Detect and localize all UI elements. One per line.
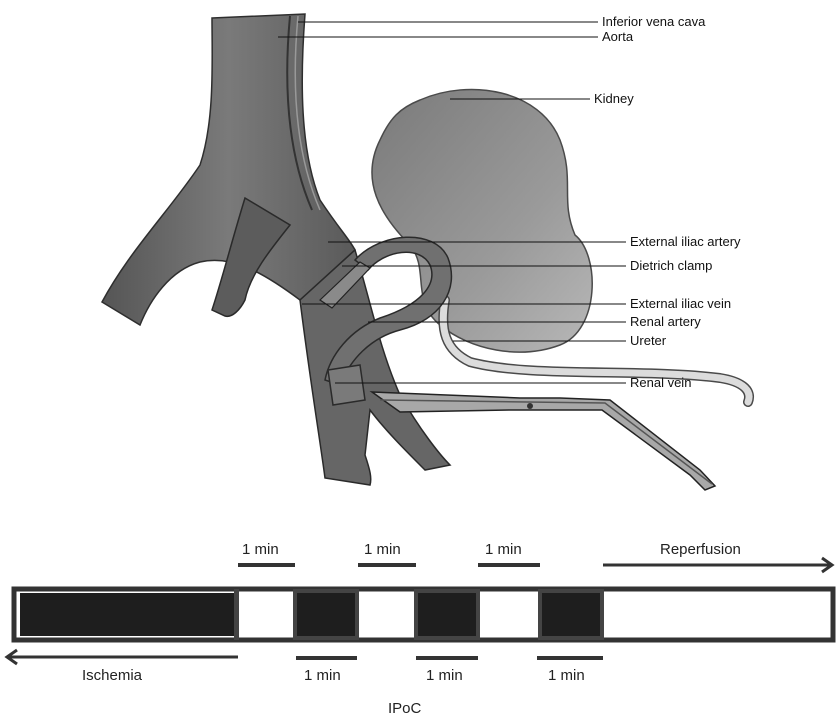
reperfusion-label: Reperfusion bbox=[660, 541, 741, 558]
ischemia-block-edge bbox=[234, 589, 239, 640]
top-dash-3 bbox=[478, 563, 540, 567]
ipoc-timeline: 1 min 1 min 1 min Reperfusion Ischemia bbox=[7, 541, 833, 717]
reperfusion-arrow bbox=[603, 558, 832, 572]
anatomy-illustration bbox=[102, 14, 749, 490]
label-inferior-vena-cava: Inferior vena cava bbox=[602, 14, 706, 29]
occlusion-block-2 bbox=[416, 591, 478, 638]
occlusion-block-3 bbox=[540, 591, 602, 638]
label-ureter: Ureter bbox=[630, 333, 667, 348]
top-label-1: 1 min bbox=[242, 541, 279, 558]
top-label-2: 1 min bbox=[364, 541, 401, 558]
label-renal-artery: Renal artery bbox=[630, 314, 701, 329]
top-dash-1 bbox=[238, 563, 295, 567]
bottom-label-1: 1 min bbox=[304, 667, 341, 684]
label-external-iliac-artery: External iliac artery bbox=[630, 234, 741, 249]
ischemia-label: Ischemia bbox=[82, 667, 143, 684]
anatomy-labels: Inferior vena cava Aorta Kidney External… bbox=[594, 14, 741, 390]
renal-vein-stub bbox=[328, 365, 365, 405]
ipoc-label: IPoC bbox=[388, 700, 422, 717]
bottom-label-2: 1 min bbox=[426, 667, 463, 684]
occlusion-block-1 bbox=[295, 591, 357, 638]
ischemia-block bbox=[20, 593, 234, 636]
label-renal-vein: Renal vein bbox=[630, 375, 691, 390]
label-external-iliac-vein: External iliac vein bbox=[630, 296, 731, 311]
label-kidney: Kidney bbox=[594, 91, 634, 106]
top-dash-2 bbox=[358, 563, 416, 567]
bottom-dash-2 bbox=[416, 656, 478, 660]
label-dietrich-clamp: Dietrich clamp bbox=[630, 258, 712, 273]
ischemia-arrow bbox=[7, 650, 238, 664]
bottom-dash-3 bbox=[537, 656, 603, 660]
top-label-3: 1 min bbox=[485, 541, 522, 558]
bottom-label-3: 1 min bbox=[548, 667, 585, 684]
bottom-dash-1 bbox=[296, 656, 357, 660]
label-aorta: Aorta bbox=[602, 29, 634, 44]
